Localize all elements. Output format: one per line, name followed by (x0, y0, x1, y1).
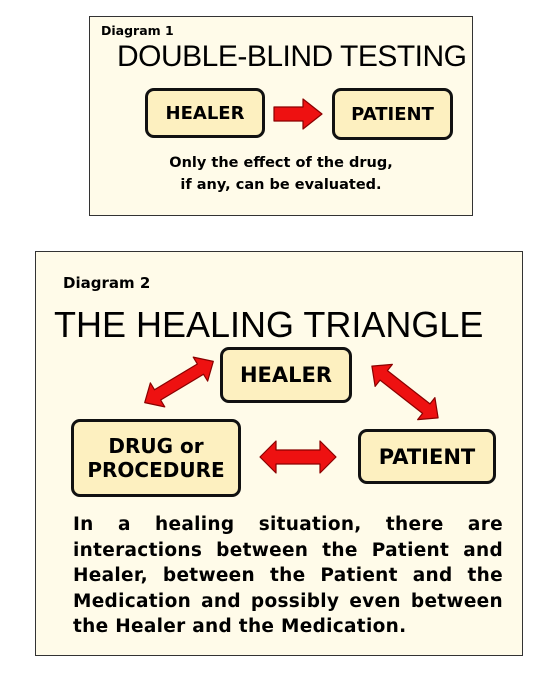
diagram-2-panel: Diagram 2 THE HEALING TRIANGLE HEALER DR… (35, 251, 523, 656)
healer-to-patient-arrow (273, 98, 323, 130)
diagram-2-healer-box: HEALER (220, 347, 352, 403)
diagram-2-title: THE HEALING TRIANGLE (54, 304, 484, 345)
drug-patient-double-arrow (259, 440, 337, 474)
diagram-1-panel: Diagram 1 DOUBLE-BLIND TESTING HEALER PA… (89, 16, 473, 216)
healer-patient-double-arrow (371, 363, 439, 421)
diagram-1-patient-box: PATIENT (332, 88, 453, 140)
diagram-1-caption: Only the effect of the drug, if any, can… (169, 155, 393, 193)
diagram-1-label: Diagram 1 (101, 23, 174, 38)
diagram-1-healer-label: HEALER (165, 102, 245, 124)
diagram-1-patient-label: PATIENT (351, 103, 434, 125)
diagram-1-arrows (273, 98, 323, 130)
diagram-2-drug-box: DRUG or PROCEDURE (71, 419, 241, 497)
diagram-2-caption: In a healing situation, there are intera… (73, 514, 503, 637)
diagram-2-arrows (144, 356, 439, 474)
diagram-2-label: Diagram 2 (63, 274, 151, 292)
diagram-1-healer-box: HEALER (145, 88, 265, 138)
diagram-2-healer-label: HEALER (239, 363, 333, 387)
diagram-1-title: DOUBLE-BLIND TESTING (117, 40, 467, 73)
healer-drug-double-arrow (144, 356, 214, 408)
diagram-2-drug-label: DRUG or PROCEDURE (87, 434, 225, 482)
diagram-2-patient-label: PATIENT (378, 444, 476, 469)
diagram-2-patient-box: PATIENT (358, 429, 496, 484)
